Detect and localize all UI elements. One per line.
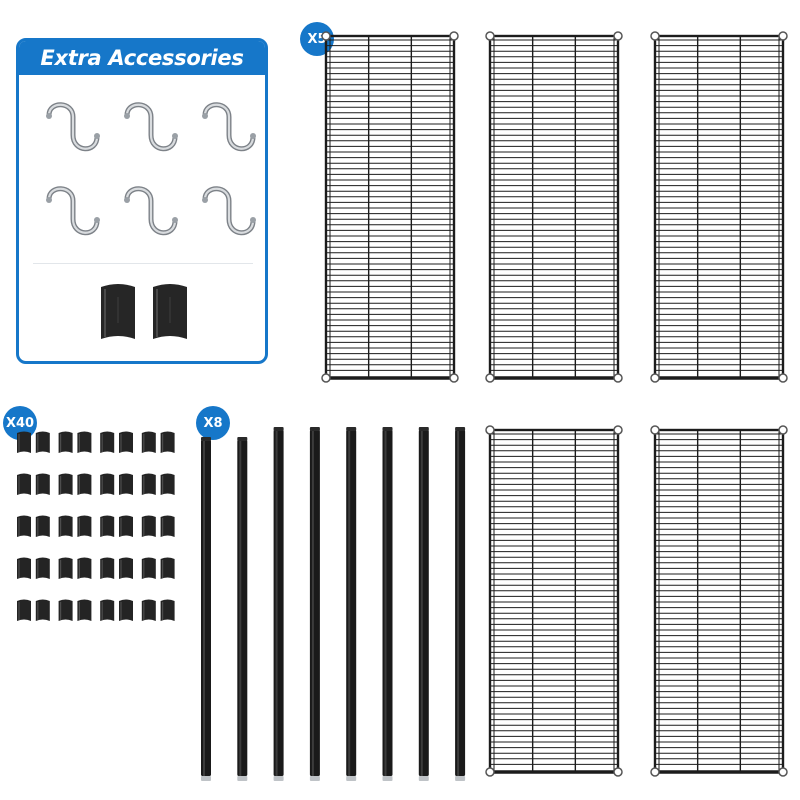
plastic-sleeves-group bbox=[17, 431, 175, 621]
s-hook-icon bbox=[124, 102, 178, 152]
corner-collar bbox=[321, 373, 331, 383]
plastic-sleeve-icon bbox=[100, 557, 115, 579]
accessories-header: Extra Accessories bbox=[19, 41, 265, 75]
plastic-sleeve-icon bbox=[35, 515, 50, 537]
plastic-sleeve-icon bbox=[58, 557, 73, 579]
plastic-sleeve-icon bbox=[141, 473, 156, 495]
corner-collar bbox=[485, 31, 495, 41]
accessories-card: Extra Accessories bbox=[16, 38, 268, 364]
plastic-sleeve-icon bbox=[35, 431, 50, 453]
plastic-sleeve-icon bbox=[100, 515, 115, 537]
plastic-sleeve-icon bbox=[58, 431, 73, 453]
corner-collar bbox=[778, 767, 788, 777]
wire-shelf bbox=[321, 31, 459, 383]
plastic-sleeve-icon bbox=[58, 599, 73, 621]
s-hook-icon bbox=[46, 186, 100, 236]
steel-pole bbox=[237, 437, 248, 781]
plastic-sleeve-icon bbox=[100, 473, 115, 495]
plastic-sleeve-icon bbox=[100, 599, 115, 621]
poles-count-badge: X8 bbox=[196, 406, 230, 440]
steel-pole bbox=[382, 427, 393, 781]
plastic-sleeve-icon bbox=[77, 515, 92, 537]
plastic-sleeve-icon bbox=[160, 557, 175, 579]
plastic-sleeve-icon bbox=[77, 431, 92, 453]
shelf-clip-icon bbox=[153, 284, 187, 339]
plastic-sleeve-icon bbox=[141, 515, 156, 537]
plastic-sleeve-icon bbox=[119, 473, 133, 495]
plastic-sleeve-icon bbox=[160, 515, 175, 537]
corner-collar bbox=[321, 31, 331, 41]
corner-collar bbox=[613, 767, 623, 777]
s-hook-icon bbox=[202, 102, 256, 152]
plastic-sleeve-icon bbox=[160, 473, 175, 495]
steel-pole bbox=[273, 427, 284, 781]
shelf-clip-icon bbox=[101, 284, 135, 339]
corner-collar bbox=[778, 31, 788, 41]
corner-collar bbox=[485, 425, 495, 435]
corner-collar bbox=[650, 425, 660, 435]
plastic-sleeve-icon bbox=[119, 515, 133, 537]
plastic-sleeve-icon bbox=[17, 557, 31, 579]
plastic-sleeve-icon bbox=[17, 473, 31, 495]
plastic-sleeve-icon bbox=[17, 599, 31, 621]
wire-shelf bbox=[650, 425, 788, 777]
plastic-sleeve-icon bbox=[17, 431, 31, 453]
plastic-sleeve-icon bbox=[58, 473, 73, 495]
accessories-title: Extra Accessories bbox=[40, 46, 244, 70]
steel-pole bbox=[346, 427, 357, 781]
plastic-sleeve-icon bbox=[160, 431, 175, 453]
corner-collar bbox=[613, 31, 623, 41]
plastic-sleeve-icon bbox=[141, 557, 156, 579]
corner-collar bbox=[778, 425, 788, 435]
s-hook-icon bbox=[46, 102, 100, 152]
corner-collar bbox=[485, 373, 495, 383]
plastic-sleeve-icon bbox=[58, 515, 73, 537]
corner-collar bbox=[650, 767, 660, 777]
plastic-sleeve-icon bbox=[160, 599, 175, 621]
steel-pole bbox=[455, 427, 466, 781]
steel-pole bbox=[418, 427, 429, 781]
corner-collar bbox=[650, 373, 660, 383]
plastic-sleeve-icon bbox=[119, 599, 133, 621]
plastic-sleeve-icon bbox=[77, 473, 92, 495]
accessories-divider bbox=[33, 263, 253, 264]
clips-group bbox=[101, 284, 187, 339]
plastic-sleeve-icon bbox=[35, 473, 50, 495]
wire-shelf bbox=[485, 425, 623, 777]
corner-collar bbox=[613, 373, 623, 383]
plastic-sleeve-icon bbox=[77, 557, 92, 579]
plastic-sleeve-icon bbox=[119, 557, 133, 579]
corner-collar bbox=[449, 31, 459, 41]
corner-collar bbox=[778, 373, 788, 383]
steel-pole bbox=[201, 437, 211, 781]
s-hook-icon bbox=[202, 186, 256, 236]
steel-poles-group bbox=[201, 427, 466, 781]
plastic-sleeve-icon bbox=[119, 431, 133, 453]
steel-pole bbox=[309, 427, 320, 781]
s-hooks-group bbox=[46, 102, 256, 236]
plastic-sleeve-icon bbox=[35, 599, 50, 621]
plastic-sleeve-icon bbox=[100, 431, 115, 453]
corner-collar bbox=[485, 767, 495, 777]
plastic-sleeve-icon bbox=[141, 599, 156, 621]
s-hook-icon bbox=[124, 186, 178, 236]
wire-shelf bbox=[650, 31, 788, 383]
corner-collar bbox=[650, 31, 660, 41]
plastic-sleeve-icon bbox=[35, 557, 50, 579]
plastic-sleeve-icon bbox=[17, 515, 31, 537]
corner-collar bbox=[449, 373, 459, 383]
corner-collar bbox=[613, 425, 623, 435]
plastic-sleeve-icon bbox=[77, 599, 92, 621]
plastic-sleeve-icon bbox=[141, 431, 156, 453]
wire-shelf bbox=[485, 31, 623, 383]
